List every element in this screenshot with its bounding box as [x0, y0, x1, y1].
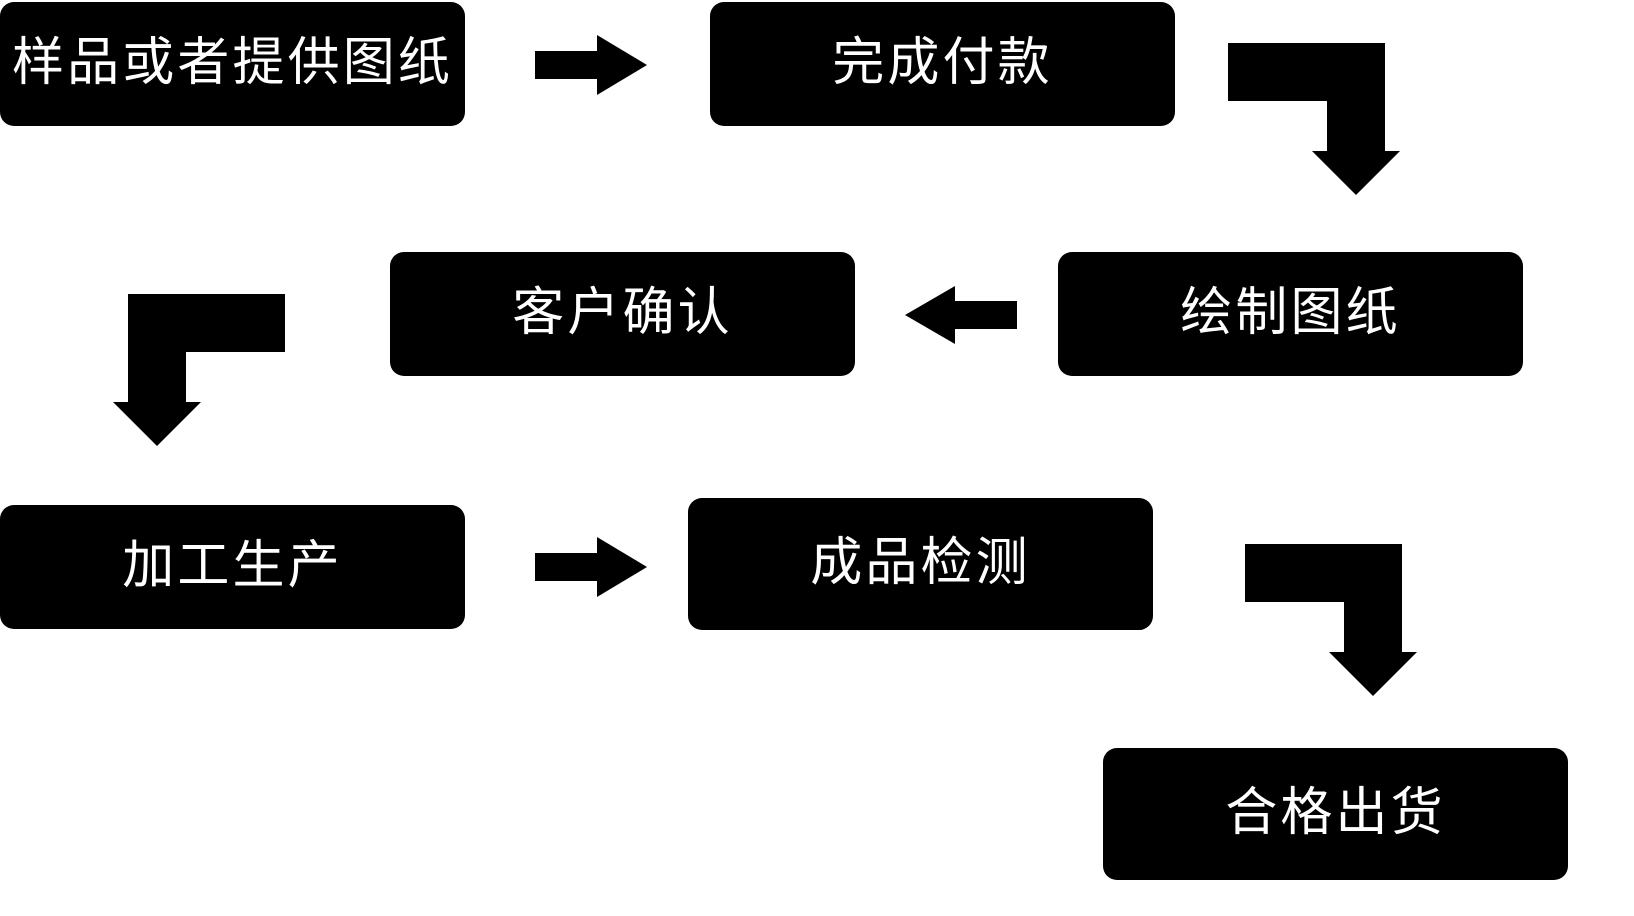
- node-draw-drawing[interactable]: 绘制图纸: [1058, 252, 1523, 376]
- node-finished-inspection[interactable]: 成品检测: [688, 498, 1153, 630]
- node-sample-or-drawing[interactable]: 样品或者提供图纸: [0, 2, 465, 126]
- node-label: 样品或者提供图纸: [12, 33, 453, 94]
- node-complete-payment[interactable]: 完成付款: [710, 2, 1175, 126]
- node-label: 绘制图纸: [1180, 283, 1401, 344]
- node-label: 完成付款: [832, 33, 1053, 94]
- node-processing-production[interactable]: 加工生产: [0, 505, 465, 629]
- node-label: 加工生产: [122, 536, 343, 597]
- node-label: 客户确认: [512, 283, 733, 344]
- node-label: 合格出货: [1225, 783, 1446, 844]
- connector-arrow-right-2: [535, 537, 647, 597]
- node-qualified-shipment[interactable]: 合格出货: [1103, 748, 1568, 880]
- connector-elbow-right-down-2: [1245, 544, 1417, 696]
- connector-elbow-right-down-1: [1228, 43, 1400, 195]
- connector-arrow-right-1: [535, 35, 647, 95]
- connector-arrow-left-1: [905, 286, 1017, 344]
- node-label: 成品检测: [810, 533, 1031, 594]
- connector-elbow-left-down-1: [113, 294, 285, 446]
- node-customer-confirm[interactable]: 客户确认: [390, 252, 855, 376]
